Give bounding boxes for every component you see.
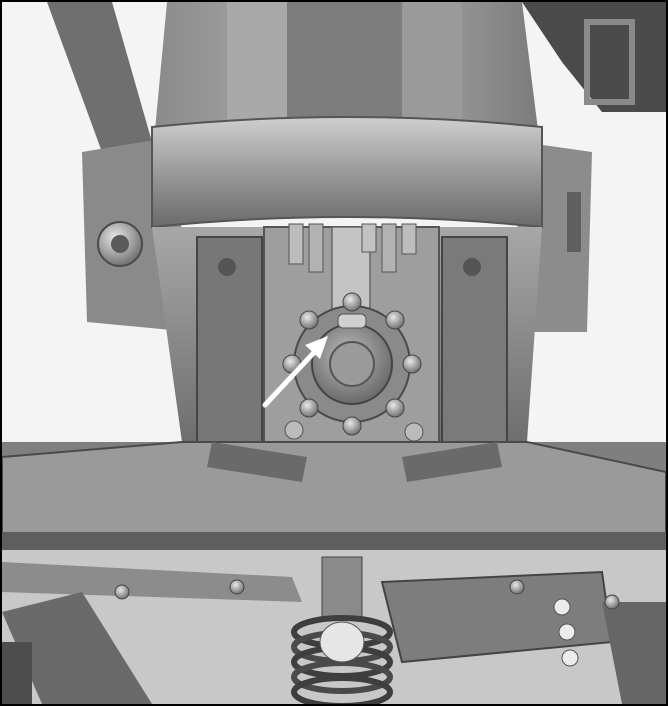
flange-bolt: [385, 398, 405, 418]
right-mount-slot: [567, 192, 581, 252]
bracket-hole-1: [553, 598, 571, 616]
lower-center-shaft: [321, 556, 363, 618]
flange-bolt: [342, 292, 362, 312]
bracket-hole-2: [558, 623, 576, 641]
plate-lip-right: [402, 442, 502, 482]
spring-coil: [291, 660, 393, 694]
upper-left-arm: [47, 2, 152, 152]
hub-key: [337, 313, 367, 329]
arrow-shaft: [262, 343, 323, 408]
rail-bolt: [509, 579, 525, 595]
hub-bore: [329, 341, 375, 387]
column-face-center: [287, 2, 402, 132]
plate-hole-right: [404, 422, 424, 442]
pin-5: [401, 223, 417, 255]
base-plate: [2, 441, 666, 543]
left-cheek-hole: [218, 258, 236, 276]
spring-center: [319, 621, 365, 663]
flange-bolt: [342, 416, 362, 436]
coil-spring: [291, 615, 393, 704]
spring-coil: [291, 675, 393, 704]
upper-right-handle: [584, 19, 635, 105]
plate-hole-left: [284, 420, 304, 440]
arrow-head: [305, 336, 328, 359]
rail-bolt: [604, 594, 620, 610]
lower-left-strut: [2, 592, 152, 704]
upper-pins: [288, 223, 417, 273]
flange-bolt: [299, 398, 319, 418]
column-face-right: [402, 2, 462, 132]
flange-bolts: [282, 292, 422, 436]
left-pivot-bolt-center: [111, 235, 129, 253]
plate-edge: [2, 532, 666, 550]
flange-bolt: [385, 310, 405, 330]
pin-2: [308, 223, 324, 273]
bracket-hole-3: [561, 649, 579, 667]
lower-left-rail: [2, 562, 302, 602]
curved-band: [151, 116, 543, 229]
rail-bolt: [229, 579, 245, 595]
flange-bolt: [299, 310, 319, 330]
right-cheek-hole: [463, 258, 481, 276]
lower-right-strut: [602, 602, 666, 704]
column-face-left: [227, 2, 287, 132]
callout-arrow: [262, 336, 328, 408]
flange-bolt: [402, 354, 422, 374]
pin-1: [288, 223, 304, 265]
pin-3: [361, 223, 377, 253]
pin-4: [381, 223, 397, 273]
lower-left-post: [2, 642, 32, 704]
rail-bolt: [114, 584, 130, 600]
plate-lip-left: [207, 442, 307, 482]
